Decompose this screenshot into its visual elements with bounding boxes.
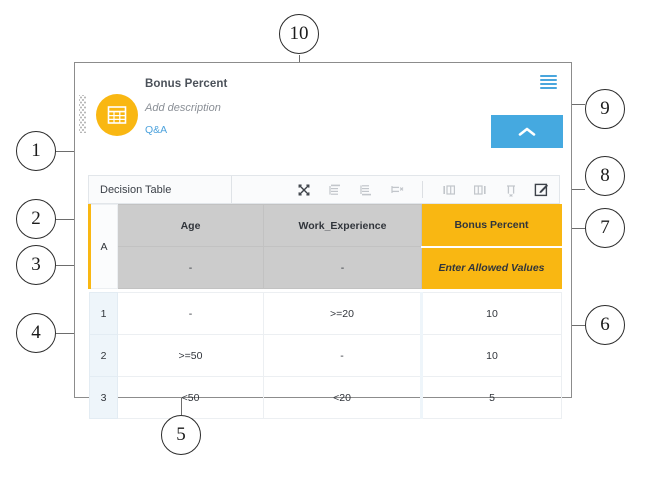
- table-spacer-row: [89, 288, 562, 293]
- decision-table-panel: Bonus Percent Add description Q&A Decisi…: [74, 62, 572, 419]
- allowed-values-age[interactable]: -: [117, 246, 264, 289]
- callout-3-label: 3: [31, 254, 41, 275]
- callout-10: 10: [279, 14, 319, 54]
- cell-work-experience[interactable]: <20: [263, 376, 422, 419]
- row-number[interactable]: 1: [89, 292, 118, 335]
- insert-column-right-icon[interactable]: [472, 182, 487, 197]
- column-header-work-experience[interactable]: Work_Experience: [263, 204, 422, 247]
- cell-age[interactable]: -: [117, 292, 264, 335]
- callout-6: 6: [585, 305, 625, 345]
- qa-link[interactable]: Q&A: [145, 124, 168, 136]
- table-row: 2 >=50 - 10: [89, 334, 562, 377]
- chevron-up-icon: [518, 127, 536, 136]
- table-header-row: A Age Work_Experience Bonus Percent: [88, 204, 562, 289]
- column-header-bonus-percent[interactable]: Bonus Percent: [421, 204, 562, 248]
- collapse-expand-icon[interactable]: [296, 182, 311, 197]
- delete-row-icon[interactable]: [389, 182, 404, 197]
- row-number[interactable]: 3: [89, 376, 118, 419]
- description-placeholder[interactable]: Add description: [145, 102, 221, 114]
- callout-8-label: 8: [600, 165, 610, 186]
- callout-5: 5: [161, 415, 201, 455]
- callout-3: 3: [16, 245, 56, 285]
- toolbar-separator: [231, 176, 232, 203]
- insert-column-left-icon[interactable]: [441, 182, 456, 197]
- collapse-button[interactable]: [491, 115, 563, 148]
- column-header-age[interactable]: Age: [117, 204, 264, 247]
- hit-policy-cell[interactable]: A: [88, 204, 118, 289]
- decision-table: A Age Work_Experience Bonus Percent - - …: [88, 204, 562, 419]
- allowed-values-bonus-percent[interactable]: Enter Allowed Values: [421, 246, 562, 289]
- cell-bonus-percent[interactable]: 5: [420, 376, 562, 419]
- toolbar-divider: [422, 181, 423, 198]
- callout-4-label: 4: [31, 322, 41, 343]
- page-title: Bonus Percent: [145, 78, 228, 90]
- row-number[interactable]: 2: [89, 334, 118, 377]
- callout-2: 2: [16, 199, 56, 239]
- callout-7: 7: [585, 208, 625, 248]
- callout-6-label: 6: [600, 314, 610, 335]
- callout-2-label: 2: [31, 208, 41, 229]
- cell-bonus-percent[interactable]: 10: [420, 334, 562, 377]
- cell-age[interactable]: <50: [117, 376, 264, 419]
- callout-9-label: 9: [600, 98, 610, 119]
- toolbar-label: Decision Table: [100, 183, 172, 196]
- callout-8: 8: [585, 156, 625, 196]
- hamburger-menu-icon[interactable]: [540, 75, 557, 89]
- table-allowed-values-row: - - Enter Allowed Values: [90, 246, 562, 289]
- cell-work-experience[interactable]: -: [263, 334, 422, 377]
- callout-1-label: 1: [31, 140, 41, 161]
- callout-7-label: 7: [600, 217, 610, 238]
- table-row: 3 <50 <20 5: [89, 376, 562, 419]
- cell-age[interactable]: >=50: [117, 334, 264, 377]
- delete-column-icon[interactable]: [503, 182, 518, 197]
- callout-1: 1: [16, 131, 56, 171]
- allowed-values-work-experience[interactable]: -: [263, 246, 422, 289]
- callout-9: 9: [585, 89, 625, 129]
- cell-work-experience[interactable]: >=20: [263, 292, 422, 335]
- callout-10-label: 10: [289, 23, 309, 44]
- edit-icon[interactable]: [534, 182, 549, 197]
- decision-table-toolbar: Decision Table: [88, 175, 560, 204]
- callout-5-label: 5: [176, 424, 186, 445]
- drag-grip-icon[interactable]: [79, 95, 86, 133]
- title-block: Bonus Percent Add description Q&A: [145, 78, 227, 136]
- callout-4: 4: [16, 313, 56, 353]
- table-grid-icon: [96, 94, 138, 136]
- table-row: 1 - >=20 10: [89, 292, 562, 335]
- cell-bonus-percent[interactable]: 10: [420, 292, 562, 335]
- insert-row-above-icon[interactable]: [327, 182, 342, 197]
- insert-row-below-icon[interactable]: [358, 182, 373, 197]
